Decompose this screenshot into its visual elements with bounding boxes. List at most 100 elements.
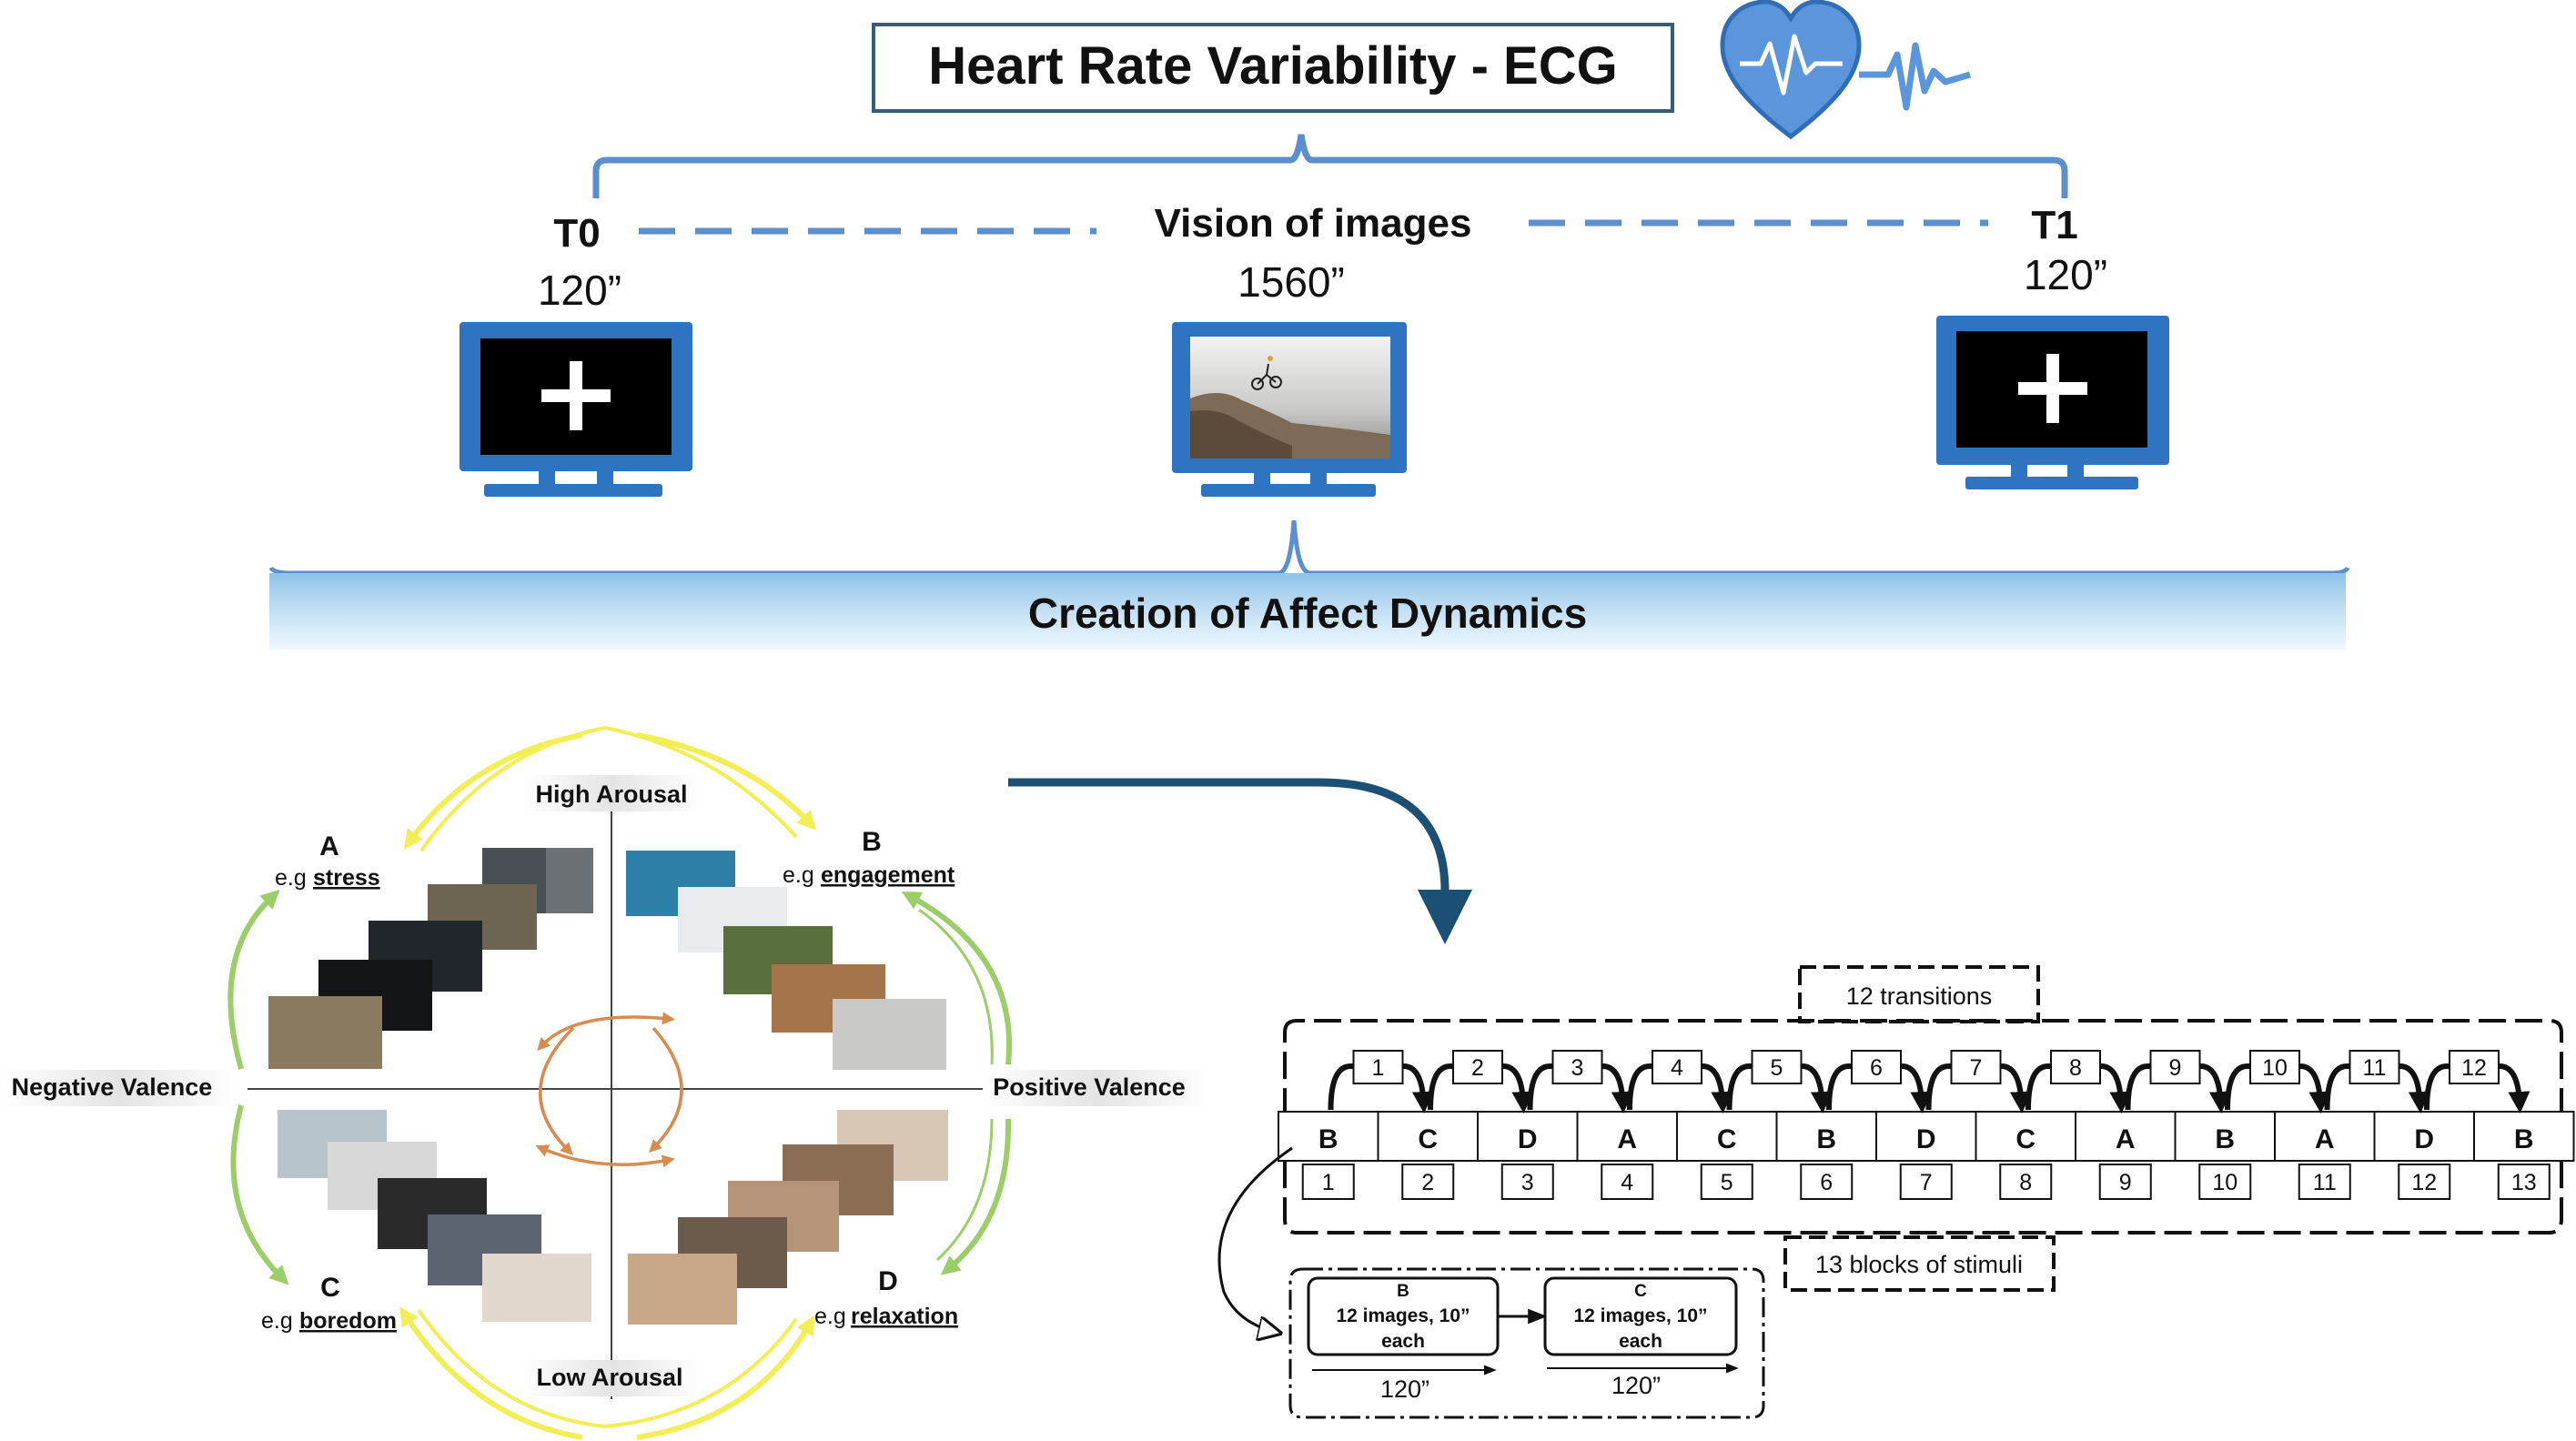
yellow-arrow-inner [604,1317,798,1428]
green-arrow [940,1118,1012,1275]
sequence-block: D7 [1875,1111,1977,1200]
yellow-arrow-inner [604,726,798,839]
transition-marker: 7 [1925,1050,2032,1114]
transition-arrow [1925,1063,2032,1114]
block-number-box [2298,1164,2351,1200]
sequence-block: C8 [1975,1111,2076,1200]
flow-arrow-head [1418,890,1472,944]
block-number-box [1800,1164,1854,1200]
block-number: 5 [1721,1170,1733,1195]
transition-number: 10 [2262,1055,2288,1081]
sequence-block-letter: B [1318,1124,1339,1154]
transition-number: 1 [1372,1055,1385,1081]
transition-marker: 8 [2025,1050,2132,1114]
transition-arrow [1527,1063,1633,1114]
transition-arrow [1627,1063,1733,1114]
t0-duration: 120” [538,267,621,314]
t1-label: T1 [2031,203,2077,247]
transition-arrow [2125,1063,2231,1114]
header-section: Heart Rate Variability - ECG T0 120” Vis… [268,0,2350,650]
transition-marker: 6 [1826,1050,1933,1114]
circumplex-model: High Arousal Low Arousal Negative Valenc… [2,726,1210,1440]
title-box [872,23,1674,113]
sequence-block-letter: A [2315,1124,2335,1154]
transitions-label: 12 transitions [1846,982,1993,1010]
page-title: Heart Rate Variability - ECG [928,36,1617,96]
bike-rider-icon [1251,356,1282,390]
sequence-block: B6 [1775,1111,1877,1200]
t0-label: T0 [553,211,600,256]
transition-marker: 1 [1328,1050,1434,1114]
fixation-cross-icon [2018,354,2087,423]
svg-text:e.g: e.g [783,862,814,888]
svg-text:e.g: e.g [275,865,307,891]
quadrant-c: C e.g boredom [261,1273,397,1334]
transition-marker: 9 [2125,1050,2231,1114]
svg-text:D: D [878,1266,898,1296]
orange-arrow [537,1012,675,1052]
yellow-arrow [636,1315,815,1440]
block-number-box [1301,1164,1355,1200]
sequence-block: D12 [2373,1111,2475,1200]
transition-number: 12 [2461,1055,2487,1081]
svg-text:B: B [862,827,882,857]
block-number: 10 [2212,1170,2238,1195]
yellow-arrow-inner [417,1308,606,1428]
block-number-box [1401,1164,1455,1200]
green-arrow-inner [918,908,994,1065]
sequence-block: B10 [2174,1111,2276,1200]
block-number-box [2497,1164,2551,1200]
transition-number: 4 [1671,1055,1683,1081]
transition-arrow [2324,1063,2430,1114]
block-number-box [2098,1164,2152,1200]
quadrant-a-example: stress [313,865,380,891]
svg-text:120”: 120” [1611,1372,1661,1399]
sequence-block-letter: A [1617,1124,1637,1154]
t1-duration: 120” [2024,251,2107,298]
block-number-box [1601,1164,1654,1200]
green-arrow [227,889,280,1070]
quadrant-d-example: relaxation [851,1304,958,1329]
transition-marker: 5 [1726,1050,1833,1114]
block-number-box [1500,1164,1554,1200]
quadrant-b-example: engagement [821,862,955,888]
vision-duration: 1560” [1237,258,1345,306]
stimulus-stack-c [278,1110,591,1322]
positive-valence-label: Positive Valence [993,1073,1186,1101]
block-number: 2 [1421,1170,1434,1195]
sequence-block-letter: C [1717,1124,1737,1154]
transition-arrow [1826,1063,1933,1114]
sequence-block: A4 [1576,1111,1678,1200]
sequence-block: A11 [2274,1111,2376,1200]
sequence-block-letter: D [2414,1124,2434,1154]
transition-arrow [1726,1063,1833,1114]
sequence-container [1283,1019,2563,1234]
sequence-block-letter: D [1916,1124,1936,1154]
sequence-block-letter: D [1518,1124,1538,1154]
transition-arrow [2424,1063,2531,1114]
yellow-arrow [636,732,817,831]
blocks-count-label: 13 blocks of stimuli [1815,1251,2023,1278]
stimulus-stack-a [268,848,593,1069]
zoom-arrow [1217,1146,1293,1333]
sequence-block: B13 [2473,1111,2575,1200]
orange-arrow [539,1026,575,1155]
green-arrow-inner [935,1118,994,1262]
quadrant-c-example: boredom [299,1308,397,1334]
svg-text:C: C [320,1273,340,1303]
svg-text:each: each [1381,1331,1425,1352]
block-number-box [2198,1164,2252,1200]
transition-arrow [2225,1063,2331,1114]
block-number-box [1700,1164,1753,1200]
block-number: 9 [2119,1170,2132,1195]
flow-arrow [1008,778,1450,892]
quadrant-b: B e.g engagement [783,827,955,888]
block-number-box [1999,1164,2053,1200]
block-number-box [1899,1164,1953,1200]
transition-arrow [2025,1063,2132,1114]
transition-arrow [1328,1063,1434,1114]
yellow-arrow-inner [419,726,606,852]
